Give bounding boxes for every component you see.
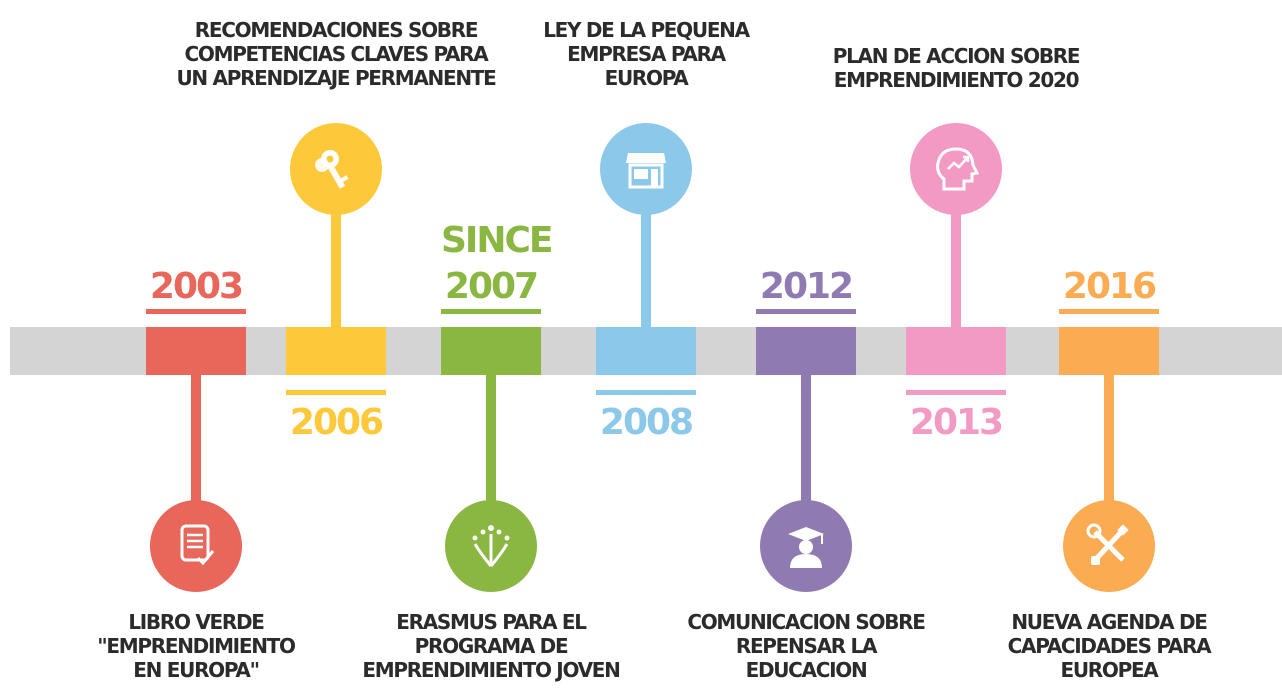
caption-2006: RECOMENDACIONES SOBRE COMPETENCIAS CLAVE…	[176, 18, 496, 90]
timeline-block-2012	[756, 327, 856, 375]
stem-2016	[1104, 375, 1114, 505]
circle-2016	[1063, 500, 1155, 592]
caption-2008: LEY DE LA PEQUENA EMPRESA PARA EUROPA	[543, 18, 750, 90]
timeline-block-2016	[1059, 327, 1159, 375]
tools-icon	[1086, 523, 1129, 565]
head-growth-icon	[936, 147, 980, 191]
circle-2012	[760, 500, 852, 592]
graduate-icon	[788, 527, 824, 568]
year-2003: 2003	[149, 266, 244, 307]
year-underline-2013	[906, 390, 1006, 395]
timeline-block-2003	[146, 327, 246, 375]
caption-2013: PLAN DE ACCION SOBRE EMPRENDIMIENTO 2020	[832, 44, 1081, 92]
caption-2016: NUEVA AGENDA DE CAPACIDADES PARA EUROPEA	[1007, 610, 1212, 682]
year-2006: 2006	[289, 402, 384, 443]
year-2007: 2007	[444, 266, 539, 307]
storefront-icon	[626, 153, 666, 189]
timeline-block-2006	[286, 327, 386, 375]
year-underline-2003	[146, 309, 246, 314]
timeline-block-2013	[906, 327, 1006, 375]
circle-2013	[910, 123, 1002, 215]
circle-2003	[150, 500, 242, 592]
stem-2012	[801, 375, 811, 505]
caption-2007: ERASMUS PARA EL PROGRAMA DE EMPRENDIMIEN…	[362, 610, 621, 682]
document-check-icon	[180, 524, 215, 566]
year-2007-prefix: SINCE	[441, 220, 553, 261]
plant-sprout-icon	[472, 525, 510, 567]
year-underline-2007	[441, 309, 541, 314]
stem-2003	[191, 375, 201, 505]
year-underline-2016	[1059, 309, 1159, 314]
caption-2012: COMUNICACION SOBRE REPENSAR LA EDUCACION	[687, 610, 926, 682]
year-2008: 2008	[599, 402, 694, 443]
timeline-block-2007	[441, 327, 541, 375]
circle-2006	[290, 123, 382, 215]
stem-2008	[641, 200, 651, 327]
year-2013: 2013	[909, 402, 1004, 443]
circle-2007	[445, 500, 537, 592]
year-underline-2006	[286, 390, 386, 395]
year-underline-2008	[596, 390, 696, 395]
year-underline-2012	[756, 309, 856, 314]
stem-2006	[331, 200, 341, 327]
year-2016: 2016	[1062, 266, 1157, 307]
keys-icon	[315, 150, 349, 189]
timeline-block-2008	[596, 327, 696, 375]
circle-2008	[600, 123, 692, 215]
caption-2003: LIBRO VERDE "EMPRENDIMIENTO EN EUROPA"	[97, 610, 296, 682]
stem-2007	[486, 375, 496, 505]
year-2012: 2012	[759, 266, 854, 307]
stem-2013	[951, 200, 961, 327]
